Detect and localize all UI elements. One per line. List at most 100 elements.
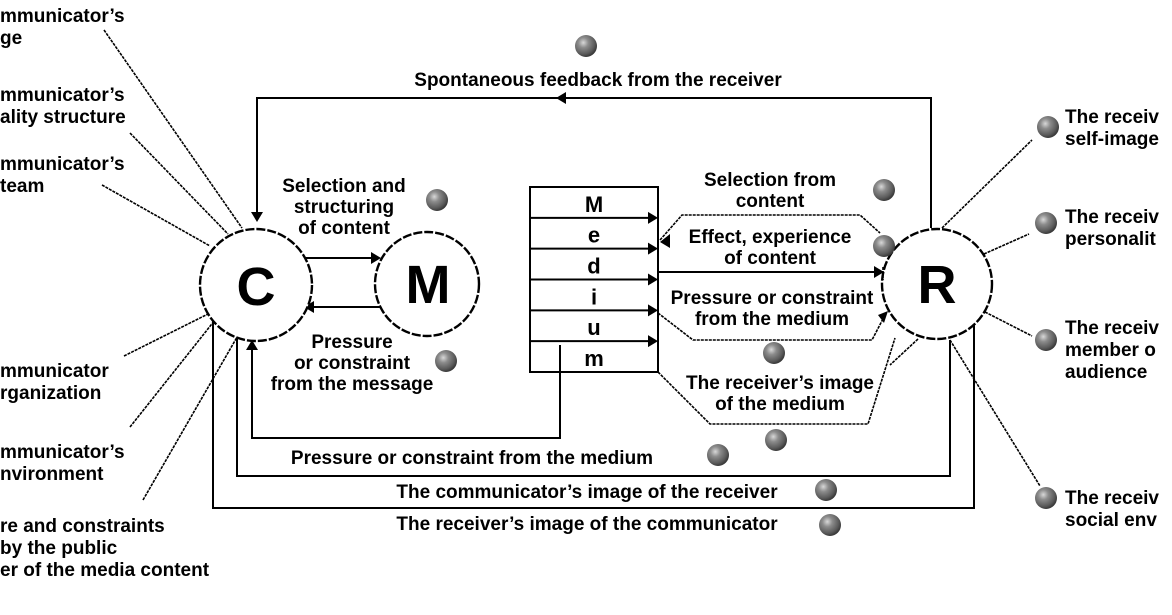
arrow-left-icon [556, 92, 566, 104]
medium-letter: e [588, 223, 600, 248]
arrow-right-icon [648, 242, 658, 255]
left-label: team [0, 176, 44, 197]
bullet-layer [426, 35, 1059, 536]
receiver-label: R [918, 255, 957, 315]
bottom-loops [212, 318, 975, 509]
left-label: re and constraints [0, 516, 165, 537]
pressure-band [657, 312, 886, 341]
node-c[interactable]: C [198, 227, 314, 343]
connector-line [129, 132, 229, 235]
right-label: audience [1065, 362, 1147, 383]
right-label: social env [1065, 510, 1157, 531]
feedback-line [256, 97, 932, 228]
sphere-bullet-icon [435, 350, 457, 372]
receiver-image-comm-loop [212, 318, 975, 509]
arrow-left-icon [304, 301, 314, 313]
sphere-bullet-icon [763, 342, 785, 364]
sphere-bullet-icon [575, 35, 597, 57]
node-m[interactable]: M [373, 230, 481, 338]
pressure-medium-label: from the medium [695, 309, 849, 330]
left-label: nvironment [0, 464, 104, 485]
pressure-message-label: from the message [271, 374, 434, 395]
receiver-image-medium-label: The receiver’s image [686, 373, 874, 394]
pressure-medium-label: Pressure or constraint [671, 288, 874, 309]
feedback-loop [251, 92, 932, 228]
medium-letter: u [587, 315, 600, 340]
receiver-circle[interactable] [880, 227, 994, 341]
selection-structuring-label: Selection and [282, 176, 406, 197]
selection-from-content-label: Selection from [704, 170, 836, 191]
image-band [657, 337, 896, 425]
connector-line [142, 331, 241, 501]
pressure-medium-bottom-label: Pressure or constraint from the medium [291, 448, 653, 469]
sphere-bullet-icon [815, 479, 837, 501]
message-circle[interactable] [373, 230, 481, 338]
pressure-message-label: or constraint [294, 353, 411, 374]
node-r[interactable]: R [880, 227, 994, 341]
right-connector-lines [889, 139, 1041, 487]
left-label: mmunicator’s [0, 154, 125, 175]
connector-line [123, 312, 211, 357]
left-label: mmunicator’s [0, 85, 125, 106]
medium-letter: M [585, 192, 603, 217]
arrow-right-icon [648, 273, 658, 286]
left-label: er of the media content [0, 560, 210, 581]
right-label: member o [1065, 340, 1156, 361]
receiver-bands [657, 214, 896, 425]
left-label: mmunicator [0, 361, 109, 382]
comm-image-receiver-label: The communicator’s image of the receiver [396, 482, 778, 503]
communicator-label: C [237, 257, 276, 317]
left-label: mmunicator’s [0, 442, 125, 463]
sphere-bullet-icon [873, 179, 895, 201]
selection-structuring-label: structuring [294, 197, 394, 218]
medium-letter: i [591, 284, 597, 309]
arrow-right-icon [874, 266, 884, 278]
receiver-image-comm-label: The receiver’s image of the communicator [396, 514, 778, 535]
medium-to-c-loop [251, 344, 561, 439]
arrow-left-icon [660, 234, 670, 248]
arrow-up-icon [246, 340, 258, 350]
sphere-bullet-icon [1035, 329, 1057, 351]
pressure-message-label: Pressure [311, 332, 392, 353]
sphere-bullet-icon [873, 235, 895, 257]
connector-line [889, 338, 919, 366]
comm-image-receiver-loop [236, 336, 951, 477]
sphere-bullet-icon [426, 189, 448, 211]
left-connector-lines [101, 29, 243, 501]
left-label: ge [0, 28, 22, 49]
communicator-circle[interactable] [198, 227, 314, 343]
left-label: mmunicator’s [0, 6, 125, 27]
connector-line [103, 29, 243, 229]
left-label: rganization [0, 383, 101, 404]
medium-letter: m [584, 346, 604, 371]
right-label: self-image [1065, 129, 1159, 150]
arrow-right-icon [371, 252, 381, 264]
sphere-bullet-icon [765, 429, 787, 451]
connector-line [101, 184, 211, 247]
right-label: The receiv [1065, 488, 1159, 509]
sphere-bullet-icon [1037, 116, 1059, 138]
arrow-up-right-icon [878, 311, 888, 323]
right-label: The receiv [1065, 107, 1159, 128]
connector-line [984, 311, 1033, 337]
effect-experience-label: Effect, experience [689, 227, 852, 248]
connector-line [983, 233, 1030, 255]
sphere-bullet-icon [1035, 487, 1057, 509]
sphere-bullet-icon [707, 444, 729, 466]
message-label: M [406, 255, 451, 315]
connector-line [129, 319, 216, 428]
arrow-right-icon [648, 211, 658, 224]
left-label: ality structure [0, 107, 126, 128]
connector-line [941, 139, 1033, 229]
arrow-down-icon [251, 212, 263, 222]
selection-from-content-label: content [736, 191, 805, 212]
arrow-right-icon [648, 304, 658, 317]
selection-structuring-label: of content [298, 218, 390, 239]
arrow-right-icon [648, 335, 658, 348]
feedback-label: Spontaneous feedback from the receiver [414, 70, 782, 91]
sphere-bullet-icon [1035, 212, 1057, 234]
right-label: The receiv [1065, 318, 1159, 339]
left-label: by the public [0, 538, 118, 559]
